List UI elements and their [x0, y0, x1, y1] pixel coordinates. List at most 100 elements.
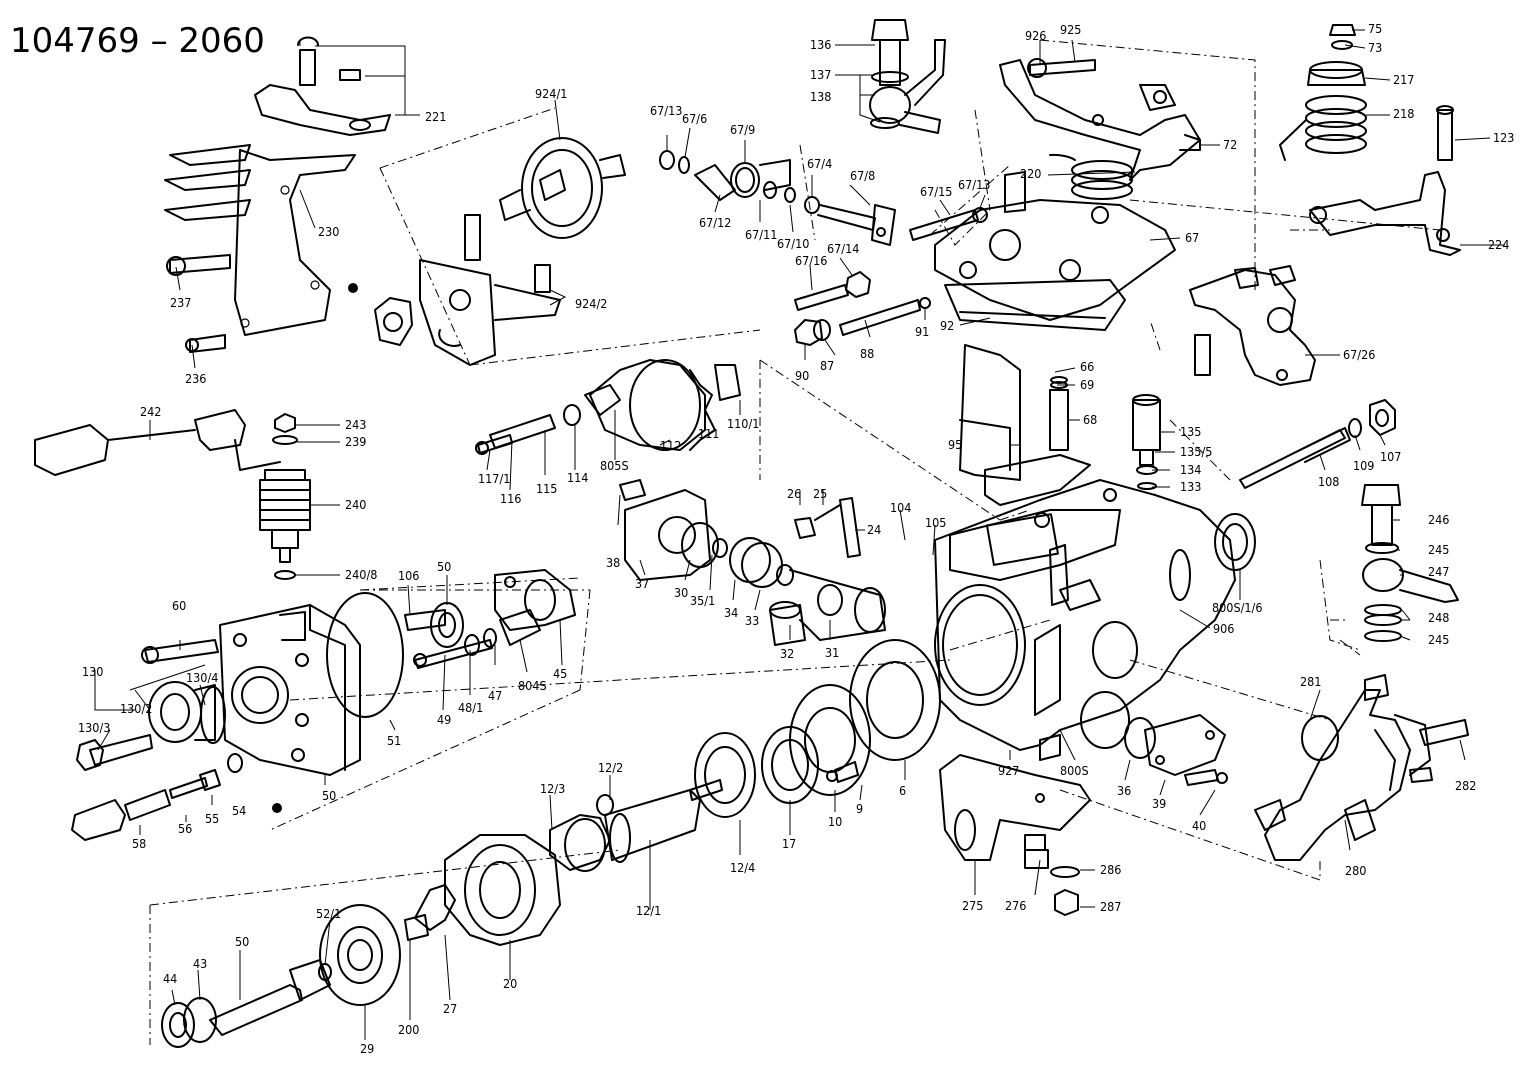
- part-label: 95: [948, 437, 962, 452]
- drawing-number: 104769 – 2060: [10, 21, 265, 61]
- part-label: 87: [820, 358, 834, 373]
- part-label: 924/1: [535, 86, 567, 101]
- part-label: 75: [1368, 21, 1382, 36]
- part-label: 44: [163, 971, 177, 986]
- part-label: 245: [1428, 542, 1449, 557]
- part-label: 6: [899, 783, 906, 798]
- part-label: 137: [810, 67, 831, 82]
- part-label: 27: [443, 1001, 457, 1016]
- part-label: 31: [825, 645, 839, 660]
- part-label: 90: [795, 368, 809, 383]
- delivery-valve-135: [1132, 394, 1161, 490]
- part-label: 67/10: [777, 236, 809, 251]
- part-label: 12/3: [540, 781, 565, 796]
- part-label: 50: [235, 934, 249, 949]
- part-label: 67/26: [1343, 347, 1375, 362]
- part-label: 130/2: [120, 701, 152, 716]
- part-label: 67/15: [920, 184, 952, 199]
- part-label: 138: [810, 89, 831, 104]
- lever-bracket-224: [1309, 105, 1461, 256]
- part-label: 107: [1380, 449, 1401, 464]
- part-label: 73: [1368, 40, 1382, 55]
- part-label: 104: [890, 500, 911, 515]
- part-label: 246: [1428, 512, 1449, 527]
- part-label: 36: [1117, 783, 1131, 798]
- part-label: 60: [172, 598, 186, 613]
- part-label: 117/1: [478, 471, 510, 486]
- part-label: 247: [1428, 564, 1449, 579]
- governor-lever-assembly: [999, 58, 1201, 200]
- bracket-assembly-221-230: [164, 36, 391, 353]
- part-label: 43: [193, 956, 207, 971]
- part-label: 926: [1025, 28, 1046, 43]
- pump-housing: [934, 479, 1236, 761]
- part-label: 237: [170, 295, 191, 310]
- part-label: 275: [962, 898, 983, 913]
- part-label: 245: [1428, 632, 1449, 647]
- part-label: 29: [360, 1041, 374, 1056]
- part-label: 40: [1192, 818, 1206, 833]
- sensor-242-240: [34, 409, 311, 580]
- stop-solenoid-95: [959, 344, 1091, 506]
- part-label: 92: [940, 318, 954, 333]
- part-label: 67/13: [958, 177, 990, 192]
- part-label: 242: [140, 404, 161, 419]
- drive-shaft-12-1: [549, 639, 941, 872]
- part-label: 240: [345, 497, 366, 512]
- part-label: 105: [925, 515, 946, 530]
- part-label: 927: [998, 763, 1019, 778]
- part-label: 286: [1100, 862, 1121, 877]
- lever-small-parts-67: [659, 150, 988, 346]
- fittings-130-58: [71, 639, 282, 841]
- timer-assembly-112: [475, 359, 741, 455]
- part-label: 51: [387, 733, 401, 748]
- part-label: 30: [674, 585, 688, 600]
- part-label: 106: [398, 568, 419, 583]
- part-label: 54: [232, 803, 246, 818]
- part-label: 25: [813, 486, 827, 501]
- part-label: 221: [425, 109, 446, 124]
- part-label: 109: [1353, 458, 1374, 473]
- part-label: 39: [1152, 796, 1166, 811]
- part-label: 67/8: [850, 168, 875, 183]
- part-label: 45: [553, 666, 567, 681]
- part-label: 135: [1180, 424, 1201, 439]
- part-label: 67: [1185, 230, 1199, 245]
- part-label: 9: [856, 801, 863, 816]
- part-label: 47: [488, 688, 502, 703]
- adjusting-screw-108: [1239, 399, 1396, 489]
- part-label: 280: [1345, 863, 1366, 878]
- part-label: 239: [345, 434, 366, 449]
- part-label: 32: [780, 646, 794, 661]
- part-label: 88: [860, 346, 874, 361]
- governor-cover-67: [934, 171, 1176, 331]
- part-label: 12/4: [730, 860, 755, 875]
- part-label: 67/14: [827, 241, 859, 256]
- part-label: 34: [724, 605, 738, 620]
- part-label: 10: [828, 814, 842, 829]
- part-label: 110/1: [727, 416, 759, 431]
- part-label: 52/1: [316, 906, 341, 921]
- part-label: 111: [698, 426, 719, 441]
- part-label: 49: [437, 712, 451, 727]
- part-label: 37: [635, 576, 649, 591]
- part-label: 217: [1393, 72, 1414, 87]
- part-label: 805S: [600, 458, 629, 473]
- vacuum-unit-924: [374, 137, 626, 366]
- part-label: 116: [500, 491, 521, 506]
- part-label: 35/1: [690, 593, 715, 608]
- part-label: 220: [1020, 166, 1041, 181]
- part-label: 24: [867, 522, 881, 537]
- part-label: 906: [1213, 621, 1234, 636]
- part-label: 67/4: [807, 156, 832, 171]
- part-label: 67/13: [650, 103, 682, 118]
- shaft-seal-800s: [1124, 513, 1256, 786]
- part-label: 281: [1300, 674, 1321, 689]
- lever-67-26: [1189, 265, 1316, 386]
- part-label: 236: [185, 371, 206, 386]
- part-label: 200: [398, 1022, 419, 1037]
- part-label: 69: [1080, 377, 1094, 392]
- part-label: 55: [205, 811, 219, 826]
- part-label: 112: [660, 438, 681, 453]
- part-label: 134: [1180, 462, 1201, 477]
